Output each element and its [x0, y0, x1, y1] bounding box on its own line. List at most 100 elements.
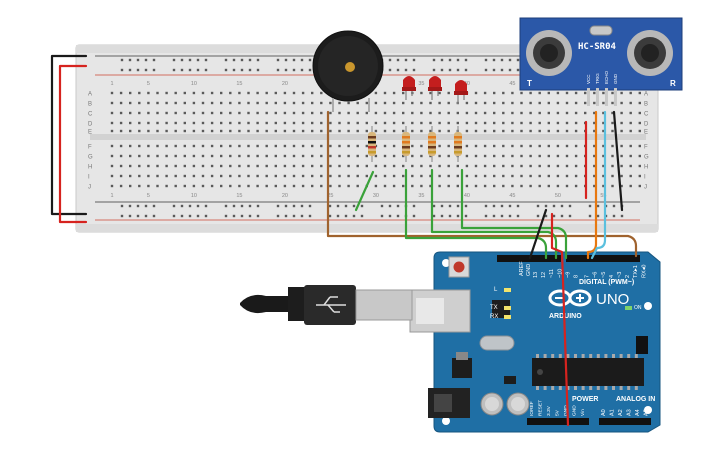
led-3[interactable]	[454, 80, 468, 104]
breadboard-hole	[329, 111, 332, 115]
wire-black-left-rail[interactable]	[50, 54, 88, 216]
breadboard-hole	[156, 121, 159, 125]
breadboard-hole	[502, 91, 505, 95]
breadboard-hole	[429, 174, 432, 178]
breadboard-hole	[529, 121, 532, 125]
resistor-2[interactable]	[402, 126, 410, 162]
breadboard-hole	[411, 129, 414, 133]
breadboard-hole	[210, 129, 214, 133]
breadboard-hole	[493, 174, 496, 178]
rail-hole	[412, 68, 416, 72]
breadboard-hole	[429, 121, 432, 125]
breadboard-hole	[311, 111, 314, 115]
wire-green-led-2[interactable]	[430, 168, 558, 260]
column-number: 25	[327, 193, 333, 199]
resistor-1[interactable]	[368, 126, 376, 162]
breadboard-hole	[520, 91, 523, 95]
led-2[interactable]	[428, 76, 442, 100]
breadboard-hole	[556, 129, 560, 133]
power-pin-label: 3.3V	[546, 405, 552, 416]
breadboard-hole	[183, 174, 186, 178]
breadboard-hole	[210, 144, 214, 148]
breadboard-hole	[147, 174, 150, 178]
piezo-buzzer[interactable]	[312, 30, 384, 112]
breadboard-hole	[301, 154, 305, 158]
breadboard-hole	[511, 154, 514, 158]
arduino-uno-board[interactable]: UNO ARDUINO DIGITAL (PWM~) POWER ANALOG …	[409, 251, 661, 433]
breadboard-hole	[520, 121, 523, 125]
breadboard-hole	[629, 121, 632, 125]
rail-hole	[380, 204, 384, 208]
breadboard-hole	[265, 144, 268, 148]
breadboard-hole	[183, 121, 186, 125]
breadboard-hole	[465, 144, 469, 148]
breadboard-hole	[311, 101, 314, 105]
breadboard-hole	[301, 164, 305, 168]
breadboard-hole	[320, 174, 323, 178]
breadboard-hole	[611, 121, 614, 125]
wire-black-gnd[interactable]	[528, 208, 548, 260]
wire-red-5v[interactable]	[550, 212, 570, 427]
breadboard-hole	[465, 101, 469, 105]
breadboard-hole	[547, 164, 550, 168]
rail-hole	[248, 214, 252, 218]
chip-pin	[589, 386, 593, 390]
resistor-3[interactable]	[428, 126, 436, 162]
breadboard-hole	[147, 129, 150, 133]
reset-button-cap[interactable]	[453, 261, 465, 273]
breadboard-hole	[183, 184, 186, 188]
chip-pin	[634, 354, 638, 358]
breadboard-hole	[365, 154, 368, 158]
rail-hole	[128, 204, 132, 208]
breadboard-hole	[174, 111, 177, 115]
chip-pin	[566, 354, 570, 358]
wire-brown-buzzer[interactable]	[326, 110, 638, 258]
wire-red-left-rail[interactable]	[58, 64, 88, 224]
breadboard-hole	[338, 111, 341, 115]
led-1[interactable]	[402, 76, 416, 100]
breadboard-hole	[574, 164, 578, 168]
breadboard-hole	[538, 164, 541, 168]
chip-pin	[581, 354, 585, 358]
power-pin-label: GND	[563, 405, 569, 416]
analog-pin-label: A3	[627, 409, 633, 416]
breadboard-hole	[493, 129, 496, 133]
breadboard-hole	[220, 154, 223, 158]
wire-black-sensor-gnd[interactable]	[612, 110, 624, 212]
wire-cyan-echo[interactable]	[590, 110, 607, 260]
breadboard-hole	[493, 101, 496, 105]
breadboard-hole	[301, 91, 305, 95]
breadboard-hole	[274, 121, 277, 125]
breadboard-hole	[493, 111, 496, 115]
rail-hole	[308, 214, 312, 218]
rail-hole	[256, 58, 260, 62]
rail-hole	[336, 204, 340, 208]
breadboard-hole	[338, 129, 341, 133]
rail-hole	[508, 68, 512, 72]
chip-pin	[589, 354, 593, 358]
rail-hole	[300, 214, 304, 218]
wire-green-led-1[interactable]	[404, 168, 548, 260]
analog-pin-label: A4	[635, 409, 641, 416]
breadboard-hole	[110, 91, 114, 95]
wire-green-resistor-gnd[interactable]	[354, 170, 375, 212]
breadboard-hole	[602, 144, 605, 148]
breadboard-hole	[338, 184, 341, 188]
breadboard-hole	[483, 91, 487, 95]
rail-hole	[500, 214, 504, 218]
breadboard-hole	[402, 184, 405, 188]
breadboard-hole	[265, 91, 268, 95]
breadboard-hole	[383, 129, 387, 133]
row-letter: F	[88, 145, 92, 151]
breadboard-hole	[493, 164, 496, 168]
rail-hole	[516, 58, 520, 62]
chip-pin	[574, 354, 577, 358]
rail-hole	[308, 68, 312, 72]
breadboard-hole	[438, 144, 441, 148]
breadboard-hole	[474, 129, 478, 133]
wire-green-led-3[interactable]	[460, 168, 568, 260]
resistor-4[interactable]	[454, 126, 462, 162]
wire-orange-trig[interactable]	[586, 110, 598, 260]
breadboard-hole	[338, 154, 341, 158]
